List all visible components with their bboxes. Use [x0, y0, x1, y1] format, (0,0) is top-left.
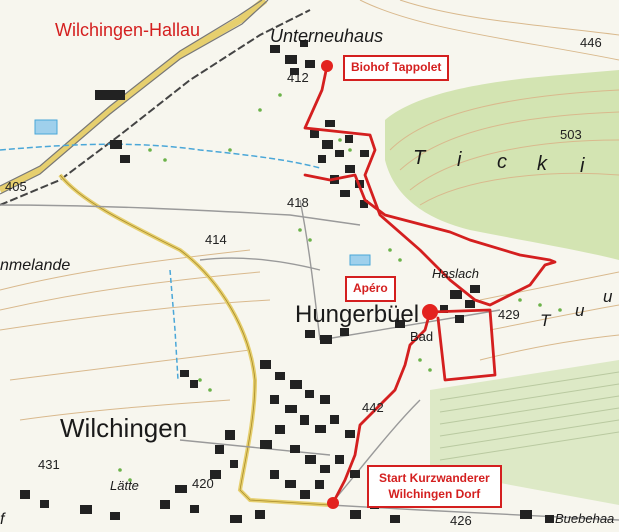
- label-haslach: Haslach: [432, 266, 479, 281]
- height-446: 446: [580, 35, 602, 50]
- label-ticki-2: i: [457, 149, 462, 171]
- height-412: 412: [287, 70, 309, 85]
- label-ticki-4: k: [537, 153, 547, 175]
- height-405: 405: [5, 179, 27, 194]
- label-wilchingen: Wilchingen: [60, 413, 188, 443]
- label-latte: Lätte: [110, 478, 139, 493]
- label-ticki-5: i: [580, 155, 585, 177]
- label-tu-3: u: [603, 287, 613, 306]
- height-429: 429: [498, 307, 520, 322]
- label-tu-2: u: [575, 301, 585, 320]
- label-ticki-1: T: [413, 147, 426, 169]
- label-unterneuhaus: Unterneuhaus: [270, 26, 384, 46]
- label-tu-1: T: [540, 311, 551, 330]
- callout-biohof-label: Biohof Tappolet: [351, 60, 442, 74]
- label-wilchingen-hallau: Wilchingen-Hallau: [55, 20, 201, 40]
- callout-start-line2: Wilchingen Dorf: [388, 486, 481, 501]
- label-f-edge: f: [0, 511, 5, 528]
- callout-apero[interactable]: Apéro: [345, 276, 396, 302]
- height-414: 414: [205, 232, 227, 247]
- height-420: 420: [192, 476, 214, 491]
- callout-start-kurzwanderer[interactable]: Start Kurzwanderer Wilchingen Dorf: [367, 465, 502, 509]
- callout-start-line1: Start Kurzwanderer: [379, 471, 490, 485]
- marker-apero[interactable]: [422, 304, 438, 320]
- callout-apero-label: Apéro: [353, 281, 388, 295]
- height-426: 426: [450, 513, 472, 528]
- height-503: 503: [560, 127, 582, 142]
- label-hungerbuel: Hungerbüel: [295, 301, 420, 328]
- callout-biohof-tappolet[interactable]: Biohof Tappolet: [343, 55, 450, 81]
- marker-start[interactable]: [327, 497, 339, 509]
- forest-area-ticki: [385, 70, 619, 260]
- marker-biohof[interactable]: [321, 60, 333, 72]
- height-418: 418: [287, 195, 309, 210]
- label-ticki-3: c: [497, 151, 507, 173]
- height-442: 442: [362, 400, 384, 415]
- label-bad: Bad: [410, 329, 434, 344]
- height-431: 431: [38, 457, 60, 472]
- label-mmelande: nmelande: [0, 257, 71, 274]
- label-buebehaa: Buebehaa: [555, 511, 615, 526]
